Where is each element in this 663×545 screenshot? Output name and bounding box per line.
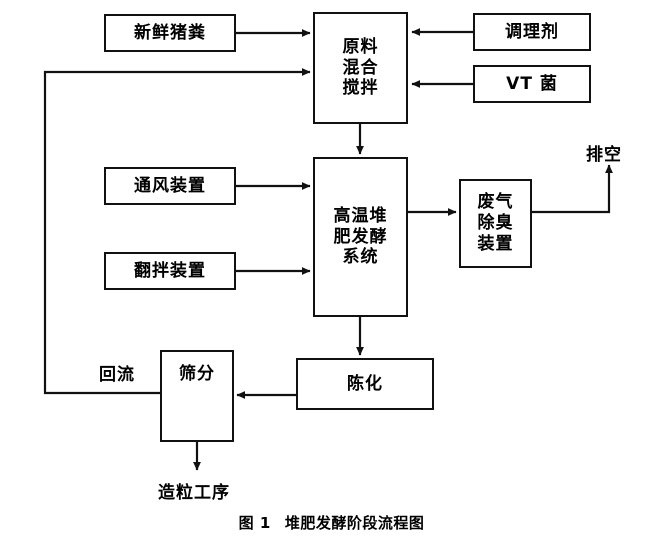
node-screening: 筛分 <box>160 350 234 442</box>
node-label-line: 翻拌装置 <box>134 260 206 281</box>
node-label-line: 通风装置 <box>134 175 206 196</box>
node-vt-bacteria: VT 菌 <box>473 65 591 103</box>
node-label-line: 系统 <box>342 247 379 268</box>
node-label-line: 原料 <box>342 36 379 57</box>
node-label-line: 搅拌 <box>342 78 379 99</box>
node-label-line: 除臭 <box>477 213 514 234</box>
node-label-line: 筛分 <box>179 364 215 384</box>
node-label-line: 调理剂 <box>505 21 559 42</box>
node-high-temp-composting-system: 高温堆 肥发酵 系统 <box>313 157 408 317</box>
node-label-line: 混合 <box>342 57 379 78</box>
figure-caption-number: 图 1 <box>238 514 271 532</box>
node-label-line: 高温堆 <box>333 205 388 226</box>
figure-caption-text: 堆肥发酵阶段流程图 <box>284 514 425 532</box>
label-granulation-process: 造粒工序 <box>158 483 230 503</box>
figure-caption: 图 1 堆肥发酵阶段流程图 <box>0 512 663 533</box>
label-reflux: 回流 <box>99 365 135 385</box>
node-fresh-pig-manure: 新鲜猪粪 <box>104 14 236 52</box>
node-ventilation-device: 通风装置 <box>104 167 236 205</box>
node-raw-material-mixing: 原料 混合 搅拌 <box>313 12 408 124</box>
node-label-line: 新鲜猪粪 <box>134 22 206 43</box>
node-label-line: 陈化 <box>347 373 383 394</box>
node-turning-device: 翻拌装置 <box>104 252 236 290</box>
node-conditioner: 调理剂 <box>473 13 591 51</box>
node-label-line: VT 菌 <box>506 73 558 94</box>
edge-reflux-loop <box>43 68 311 395</box>
node-label-line: 装置 <box>477 233 514 254</box>
node-aging: 陈化 <box>296 358 434 410</box>
node-label-line: 肥发酵 <box>333 226 388 247</box>
node-label-line: 废气 <box>477 192 514 213</box>
label-vent-to-atmosphere: 排空 <box>586 145 622 165</box>
edge-deodorization-to-vent <box>532 164 613 214</box>
node-waste-gas-deodorization: 废气 除臭 装置 <box>459 179 532 268</box>
